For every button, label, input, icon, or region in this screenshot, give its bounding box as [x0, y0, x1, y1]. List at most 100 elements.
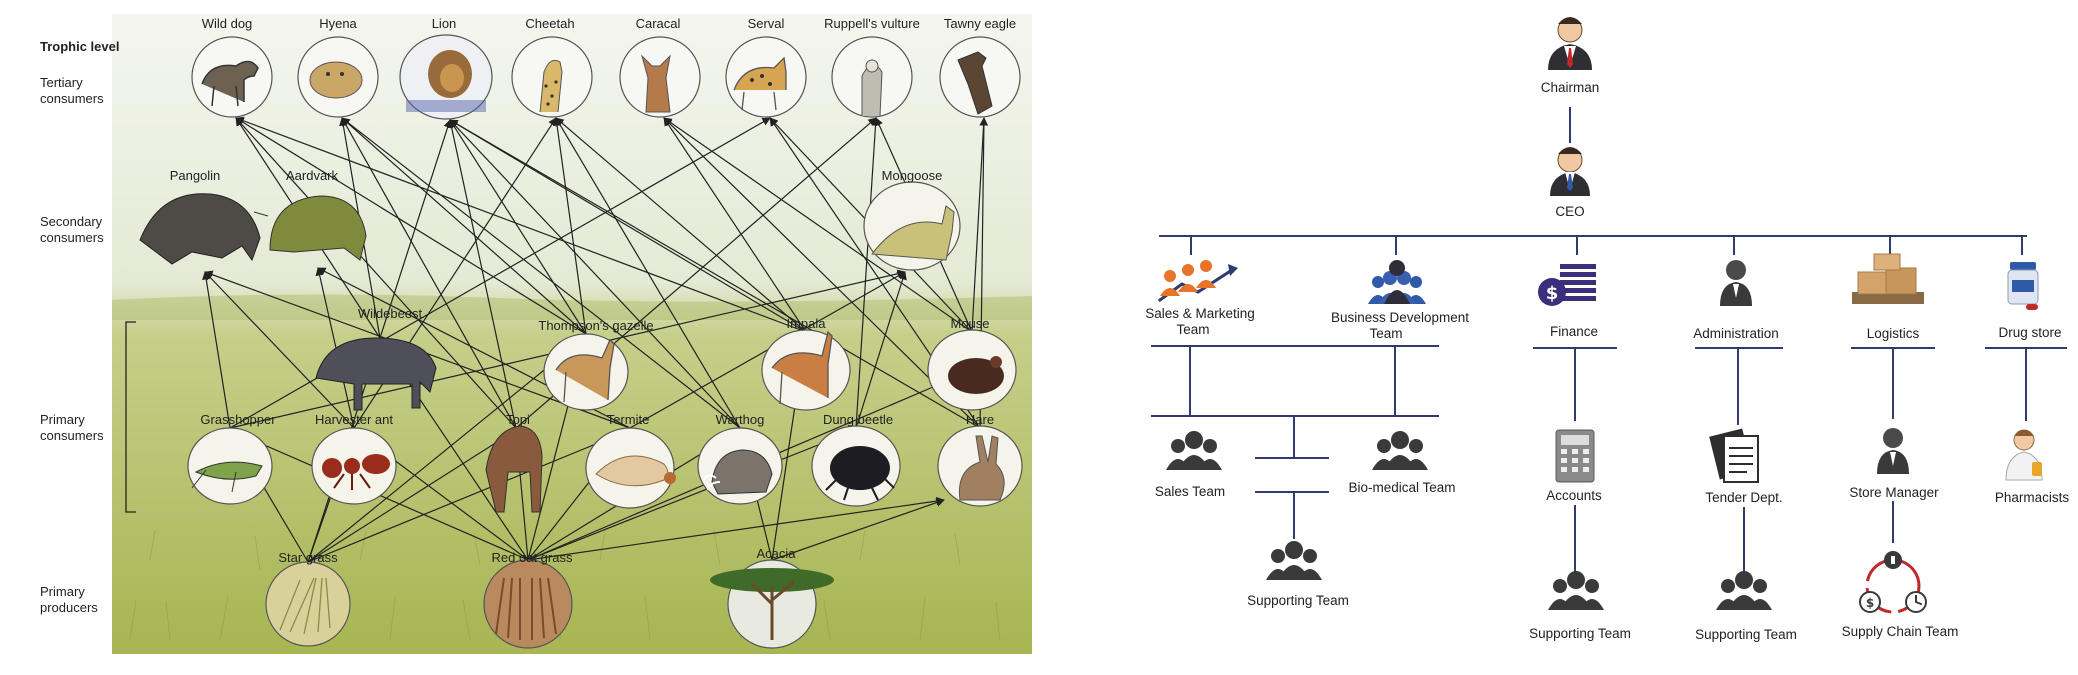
- arrow-redoat-to-beetle: [527, 428, 857, 561]
- node-logistics: Logistics: [1852, 253, 1924, 341]
- topi-icon: [485, 425, 543, 513]
- node-ruppells-vulture: Ruppell's vulture: [824, 16, 920, 118]
- red-oat-grass-icon: [495, 577, 557, 640]
- food-web: Trophic level Tertiary consumers Seconda…: [40, 14, 1032, 654]
- node-hyena: Hyena: [297, 16, 379, 118]
- svg-text:$: $: [1866, 596, 1874, 610]
- node-dung-beetle: Dung beetle: [811, 412, 901, 507]
- node-warthog: Warthog: [697, 412, 783, 505]
- supporting-team-2-group-icon: [1548, 571, 1604, 610]
- star-grass-icon: [279, 577, 331, 635]
- node-hare: Hare: [937, 412, 1023, 507]
- org-chart: Chairman CEO Sales & Marketing T: [1145, 17, 2069, 642]
- store-manager-person-icon: [1877, 428, 1909, 474]
- label-star-grass: Star grass: [278, 550, 338, 565]
- node-tender-dept: Tender Dept.: [1705, 428, 1783, 505]
- node-mongoose: Mongoose: [863, 168, 961, 271]
- arrow-warthog-to-hyena: [341, 117, 741, 429]
- cheetah-icon: [539, 59, 563, 113]
- label-wild-dog: Wild dog: [202, 16, 253, 31]
- label-hare: Hare: [966, 412, 994, 427]
- level-tertiary-line2: consumers: [40, 91, 104, 106]
- level-tertiary-line1: Tertiary: [40, 75, 83, 90]
- arrow-mouse-to-eagle: [971, 117, 988, 333]
- arrow-topi-to-lion: [447, 119, 517, 429]
- label-sales-marketing-line2: Team: [1176, 322, 1209, 337]
- arrow-acacia-to-hare: [771, 498, 945, 561]
- node-acacia: Acacia: [710, 546, 834, 649]
- node-pharmacists: Pharmacists: [1995, 429, 2069, 505]
- node-biomedical-team: Bio-medical Team: [1348, 431, 1456, 495]
- node-aardvark: Aardvark: [253, 168, 367, 261]
- node-star-grass: Star grass: [265, 550, 351, 647]
- label-lion: Lion: [432, 16, 457, 31]
- node-accounts: Accounts: [1546, 429, 1602, 503]
- node-tawny-eagle: Tawny eagle: [939, 16, 1021, 118]
- node-finance: $ Finance: [1538, 264, 1598, 339]
- label-cheetah: Cheetah: [525, 16, 574, 31]
- dung-beetle-icon: [830, 446, 890, 490]
- arrow-warthog-to-cheetah: [555, 117, 741, 429]
- label-tawny-eagle: Tawny eagle: [944, 16, 1016, 31]
- warthog-icon: [711, 449, 773, 495]
- node-wildebeest: Wildebeest: [315, 306, 437, 411]
- arrow-hare-to-lion: [449, 119, 981, 429]
- label-administration: Administration: [1693, 326, 1779, 341]
- label-caracal: Caracal: [636, 16, 681, 31]
- arrow-stargrass-to-topi: [307, 429, 517, 563]
- serval-icon: [733, 56, 787, 111]
- ant-icon: [322, 454, 390, 478]
- node-red-oat-grass: Red oat grass: [483, 550, 573, 649]
- label-acacia: Acacia: [756, 546, 796, 561]
- node-supporting-team-2: Supporting Team: [1529, 571, 1631, 641]
- node-mouse: Mouse: [927, 316, 1017, 411]
- node-business-development: Business Development Team: [1331, 260, 1469, 341]
- arrow-gazelle-to-lion: [449, 119, 587, 335]
- label-logistics: Logistics: [1867, 326, 1920, 341]
- node-wild-dog: Wild dog: [191, 16, 273, 118]
- trophic-level-header: Trophic level: [40, 39, 119, 54]
- pangolin-icon: [139, 193, 261, 265]
- label-dung-beetle: Dung beetle: [823, 412, 893, 427]
- red-oat-grass-circle: [483, 559, 573, 649]
- label-wildebeest: Wildebeest: [358, 306, 423, 321]
- label-red-oat-grass: Red oat grass: [492, 550, 573, 565]
- node-drug-store: Drug store: [1998, 262, 2062, 340]
- mouse-icon: [948, 358, 1004, 394]
- node-chairman: Chairman: [1541, 17, 1600, 95]
- label-tender-dept: Tender Dept.: [1705, 490, 1782, 505]
- label-hyena: Hyena: [319, 16, 357, 31]
- tender-documents-icon: [1709, 428, 1759, 483]
- label-chairman: Chairman: [1541, 80, 1600, 95]
- hare-icon: [958, 435, 1005, 501]
- supply-chain-cycle-icon: $: [1859, 551, 1927, 614]
- level-producers-line2: producers: [40, 600, 98, 615]
- aardvark-icon: [253, 195, 367, 261]
- supporting-team-1-group-icon: [1266, 541, 1322, 580]
- sales-growth-icon: [1157, 260, 1238, 303]
- arrow-ant-to-pangolin: [204, 271, 355, 429]
- caracal-icon: [641, 54, 671, 113]
- label-business-development-line1: Business Development: [1331, 310, 1469, 325]
- impala-icon: [771, 330, 833, 405]
- arrow-redoat-to-hare: [527, 496, 945, 561]
- arrow-impala-to-caracal: [663, 117, 807, 333]
- node-serval: Serval: [725, 16, 807, 118]
- acacia-icon: [710, 568, 834, 592]
- label-mouse: Mouse: [950, 316, 989, 331]
- node-store-manager: Store Manager: [1849, 428, 1939, 500]
- node-topi: Topi: [485, 412, 543, 513]
- grasshopper-icon: [191, 461, 263, 493]
- business-team-icon: [1368, 260, 1426, 304]
- arrow-gazelle-to-wilddog: [235, 117, 587, 335]
- node-supporting-team-3: Supporting Team: [1695, 571, 1797, 642]
- node-impala: Impala: [761, 316, 851, 411]
- arrow-grasshopper-to-pangolin: [202, 271, 231, 429]
- arrow-stargrass-to-termite: [307, 428, 631, 563]
- label-impala: Impala: [786, 316, 826, 331]
- label-biomedical-team: Bio-medical Team: [1348, 480, 1455, 495]
- svg-text:$: $: [1546, 283, 1559, 304]
- biomedical-team-group-icon: [1372, 431, 1428, 470]
- node-sales-team: Sales Team: [1155, 431, 1225, 499]
- node-cheetah: Cheetah: [511, 16, 593, 118]
